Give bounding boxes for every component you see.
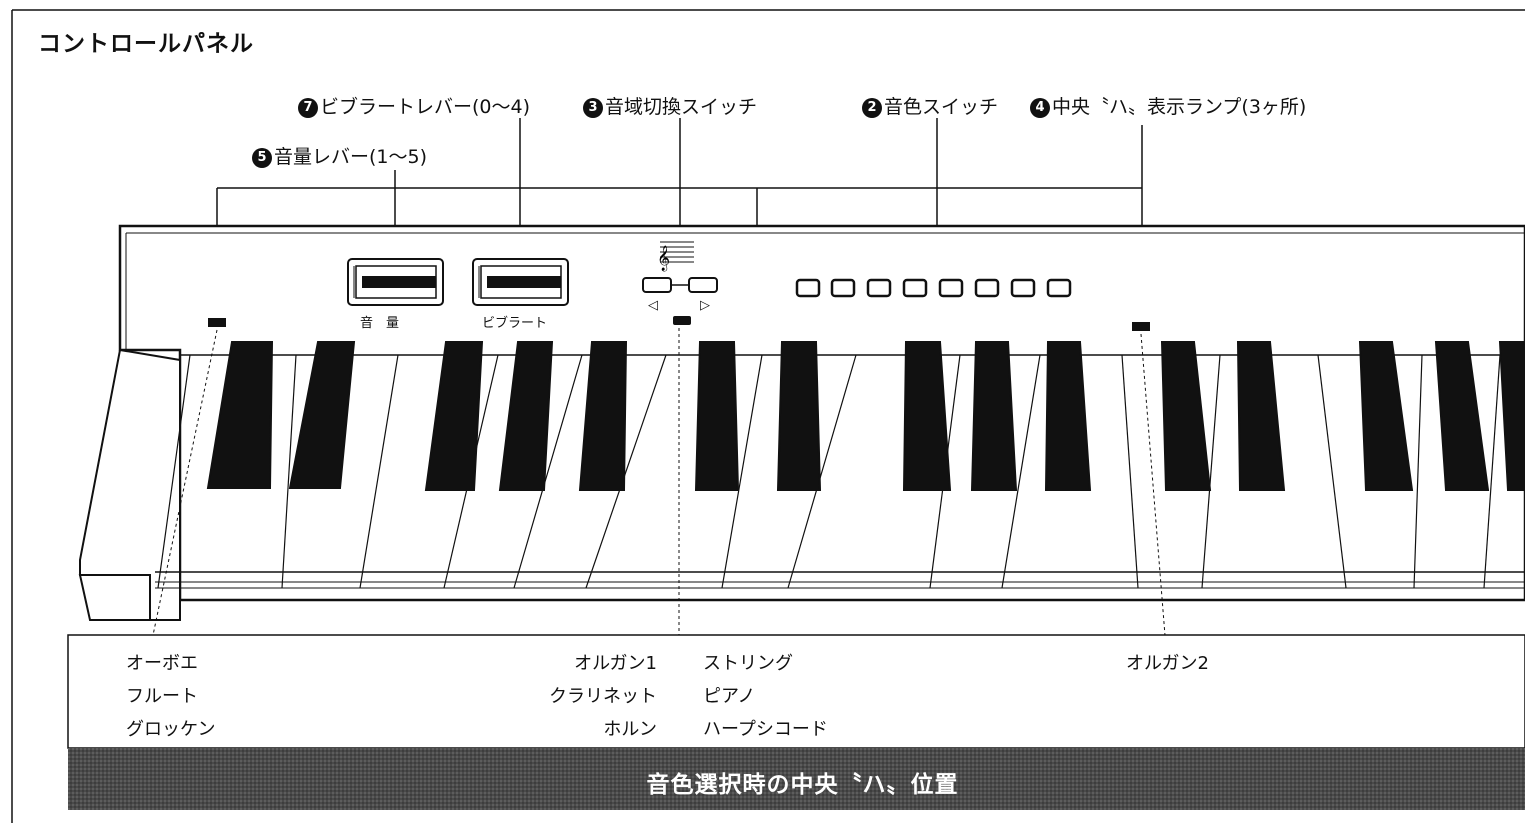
tone-label: ハープシコード [703, 719, 828, 740]
tone-switch[interactable] [1010, 278, 1036, 298]
tone-label-box [67, 634, 1525, 749]
keyboard [155, 341, 1525, 601]
tone-label: オーボエ [126, 653, 198, 674]
tone-label: フルート [126, 686, 198, 707]
tone-label: ホルン [603, 719, 657, 740]
callout-vibrato-label: ビブラートレバー(0～4) [320, 96, 531, 118]
svg-text:𝄞: 𝄞 [657, 245, 670, 271]
footer-band [68, 748, 1525, 810]
callout-number: 7 [298, 98, 318, 118]
tone-label: グロッケン [126, 719, 216, 740]
tone-label: クラリネット [549, 686, 657, 707]
page-title: コントロールパネル [38, 31, 254, 57]
tone-switch[interactable] [974, 278, 1000, 298]
footer-band-caption: 音色選択時の中央〝ハ〟位置 [646, 772, 959, 798]
tone-label: ストリング [703, 653, 793, 674]
callout-volume-label: 音量レバー(1～5) [274, 146, 428, 168]
center-c-lamp [673, 316, 691, 325]
callout-center-c-lamp-label: 中央〝ハ〟表示ランプ(3ヶ所) [1052, 96, 1307, 118]
vibrato-lever[interactable] [472, 258, 569, 306]
vibrato-panel-label: ビブラート [482, 316, 548, 331]
tone-switch[interactable] [866, 278, 892, 298]
tone-switch[interactable] [795, 278, 821, 298]
range-right-arrow: ▷ [700, 298, 710, 313]
volume-panel-label: 音 量 [360, 316, 400, 331]
callout-tone-switch-label: 音色スイッチ [884, 96, 999, 118]
tone-switch[interactable] [902, 278, 928, 298]
callout-number: 4 [1030, 98, 1050, 118]
center-c-lamp [1132, 322, 1150, 331]
range-switch[interactable]: 𝄞 [642, 241, 718, 293]
range-left-arrow: ◁ [648, 298, 658, 313]
tone-label: オルガン1 [574, 653, 657, 674]
tone-label: ピアノ [703, 686, 756, 707]
tone-switch[interactable] [830, 278, 856, 298]
callout-number: 5 [252, 148, 272, 168]
callout-number: 3 [583, 98, 603, 118]
tone-switch[interactable] [1046, 278, 1072, 298]
tone-label: オルガン2 [1126, 653, 1209, 674]
volume-lever[interactable] [347, 258, 444, 306]
callout-range-switch-label: 音域切換スイッチ [605, 96, 758, 118]
tone-switch[interactable] [938, 278, 964, 298]
tone-switches [795, 278, 1072, 298]
position-guides [151, 328, 1167, 650]
center-c-lamp [208, 318, 226, 327]
callout-number: 2 [862, 98, 882, 118]
